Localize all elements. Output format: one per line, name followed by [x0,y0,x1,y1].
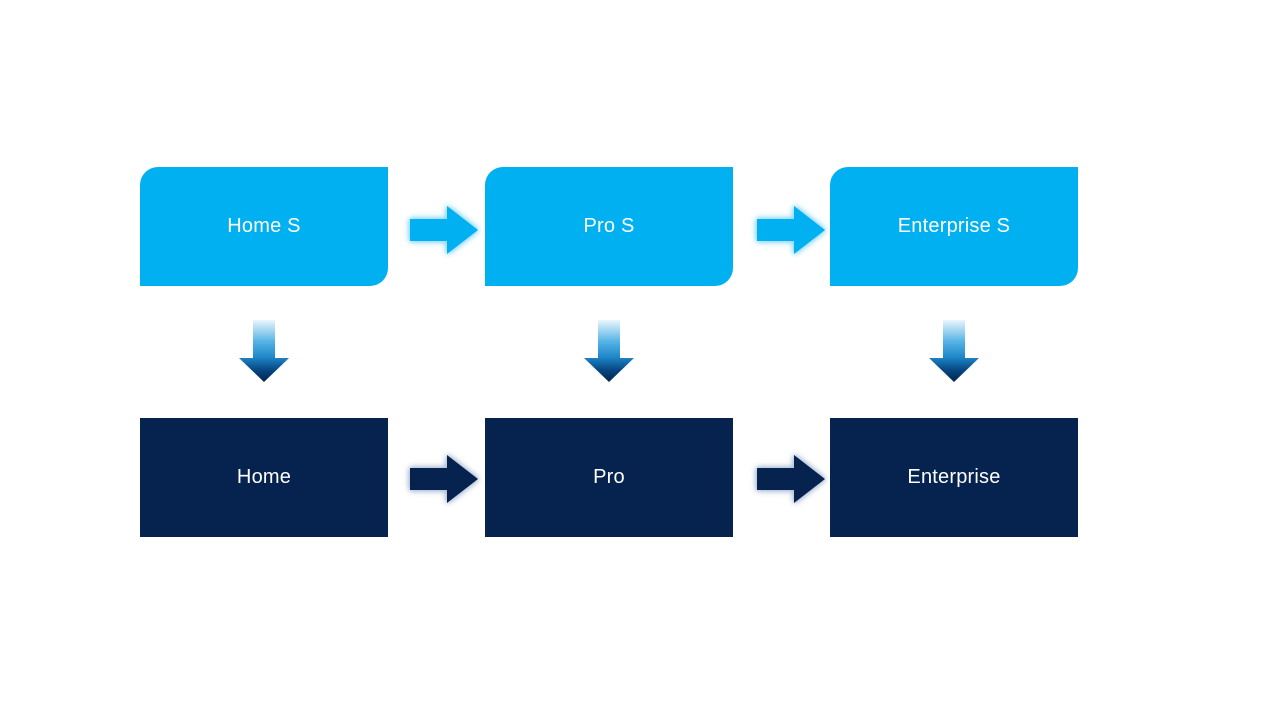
box-enterprise-label: Enterprise [907,466,1001,488]
box-pro-s-label: Pro S [583,215,635,237]
box-pro: Pro [485,418,733,537]
box-enterprise-s: Enterprise S [830,167,1078,286]
box-home-s-label: Home S [227,215,301,237]
right-arrow-icon [410,455,478,503]
right-arrow-icon [757,206,825,254]
right-arrow-icon [410,206,478,254]
box-home-s: Home S [140,167,388,286]
right-arrow-icon [757,455,825,503]
down-arrow-icon [584,320,634,382]
down-arrow-icon [239,320,289,382]
box-home-label: Home [236,466,292,488]
box-pro-s: Pro S [485,167,733,286]
box-home: Home [140,418,388,537]
box-enterprise-s-label: Enterprise S [897,215,1011,237]
box-pro-label: Pro [593,466,625,488]
box-enterprise: Enterprise [830,418,1078,537]
down-arrow-icon [929,320,979,382]
